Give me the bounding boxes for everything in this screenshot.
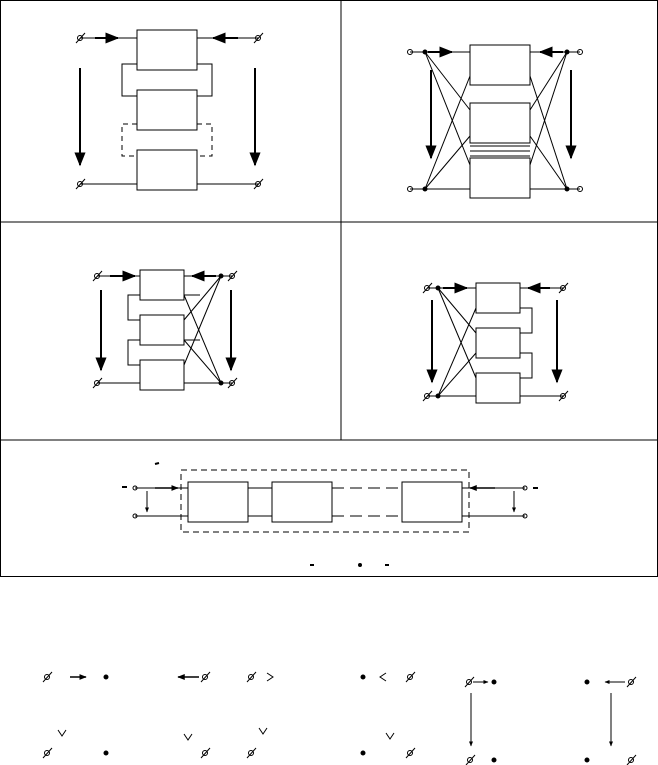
series-series-panel [74,30,263,190]
junction [564,186,570,192]
port-symbol-item [247,672,273,758]
port-symbol [228,271,237,281]
parallel-series-panel [423,282,568,403]
port-symbol [76,179,85,189]
port-symbol [423,283,432,293]
block [137,150,197,190]
dashed-enclosure [181,470,469,532]
block [476,373,520,403]
terminal [577,49,583,55]
port-symbol-item [584,677,636,765]
parallel-parallel-panel [407,45,583,198]
series-parallel-panel [93,270,237,390]
terminal [577,186,583,192]
block [137,90,197,130]
block [402,482,462,522]
port-symbol-legend [43,672,636,765]
block [188,482,248,522]
port-symbol [559,283,568,293]
port-symbol [559,391,568,401]
port-symbol-item [177,672,210,758]
block [272,482,332,522]
port-symbol [93,271,102,281]
terminal [407,186,413,192]
port-symbol [423,391,432,401]
terminal [522,513,528,519]
terminal [132,485,138,491]
block [476,283,520,313]
junction [564,49,570,55]
port-symbol [254,179,263,189]
block [470,103,530,143]
block [140,360,184,390]
port-symbol [254,33,263,43]
junction [422,186,428,192]
port-symbol-item [43,672,109,758]
junction [218,273,224,279]
block [140,270,184,300]
junction [218,380,224,386]
port-symbol [228,378,237,388]
junction [435,285,441,291]
port-symbol-item [360,672,415,758]
block [470,45,530,85]
junction [435,393,441,399]
block [470,158,530,198]
port-symbol [76,33,85,43]
junction [422,49,428,55]
block [476,328,520,358]
terminal [522,485,528,491]
block [140,315,184,345]
block [137,30,197,70]
terminal [407,49,413,55]
port-symbol [93,378,102,388]
cascade-panel [122,463,538,567]
port-symbol-item [465,677,497,765]
terminal [132,513,138,519]
